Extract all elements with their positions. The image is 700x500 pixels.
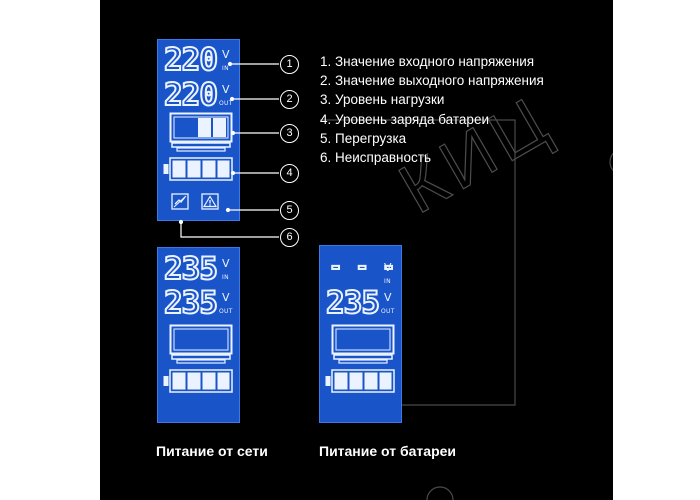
monitor-load-icon xyxy=(331,324,395,364)
input-voltage-value: - - - xyxy=(328,254,396,281)
caption-battery-power: Питание от батареи xyxy=(319,443,457,459)
legend-item: 5. Перегрузка xyxy=(320,130,407,146)
callout-5: 5 xyxy=(280,201,299,220)
output-volt-unit: V xyxy=(222,291,230,304)
input-voltage-value: 235 xyxy=(163,251,219,287)
product-figure: КИЦ 220 V IN 220 V OUT xyxy=(100,0,613,500)
output-voltage-value: 235 xyxy=(325,285,381,321)
input-volt-unit: V xyxy=(222,257,230,270)
input-label: IN xyxy=(222,274,229,281)
output-label: OUT xyxy=(219,308,233,315)
monitor-load-icon xyxy=(169,112,233,152)
legend-item: 1. Значение входного напряжения xyxy=(320,54,535,69)
watermark: КИЦ xyxy=(320,79,613,500)
callout-3: 3 xyxy=(280,124,299,143)
overload-icon xyxy=(171,193,189,210)
battery-icon xyxy=(325,369,395,393)
legend-item: 2. Значение выходного напряжения xyxy=(320,73,544,89)
monitor-load-icon xyxy=(169,324,233,364)
legend-item: 6. Неисправность xyxy=(320,150,431,166)
input-volt-unit: V xyxy=(384,261,392,274)
fault-warning-icon xyxy=(201,193,219,210)
output-voltage-value: 220 xyxy=(163,77,219,113)
lcd-display-mains: 235 V IN 235 V OUT xyxy=(157,247,240,423)
lcd-display-battery: - - - V IN 235 V OUT xyxy=(319,245,402,423)
legend-list: 1. Значение входного напряжения 2. Значе… xyxy=(320,52,544,167)
callout-6: 6 xyxy=(280,228,299,247)
input-label: IN xyxy=(222,65,229,72)
input-voltage-value: 220 xyxy=(163,42,219,78)
battery-icon xyxy=(163,157,233,181)
output-voltage-value: 235 xyxy=(163,285,219,321)
callout-1: 1 xyxy=(280,55,299,74)
callout-leaders xyxy=(178,61,279,238)
output-label: OUT xyxy=(219,100,233,107)
caption-mains-power: Питание от сети xyxy=(156,443,268,459)
callout-4: 4 xyxy=(280,164,299,183)
legend-item: 3. Уровень нагрузки xyxy=(320,92,445,108)
output-label: OUT xyxy=(381,308,395,315)
legend-item: 4. Уровень заряда батареи xyxy=(320,111,489,127)
input-volt-unit: V xyxy=(222,48,230,61)
output-volt-unit: V xyxy=(384,291,392,304)
battery-icon xyxy=(163,369,233,393)
input-label: IN xyxy=(384,278,391,285)
output-volt-unit: V xyxy=(222,83,230,96)
lcd-display-top: 220 V IN 220 V OUT xyxy=(157,39,240,221)
callout-2: 2 xyxy=(280,90,299,109)
